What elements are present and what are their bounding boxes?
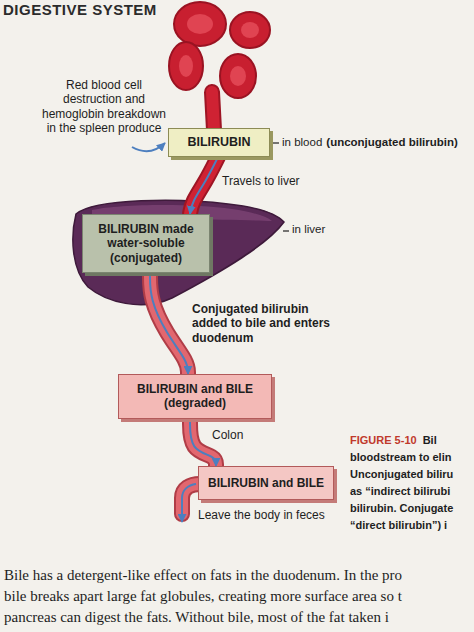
flow-arrow bbox=[190, 157, 218, 214]
figure-number: FIGURE 5-10 bbox=[350, 434, 417, 447]
pointer-arrow bbox=[132, 143, 165, 151]
box-label: BILIRUBIN bbox=[177, 135, 261, 150]
bile-tube-connector bbox=[150, 273, 188, 374]
caption-line: bilirubin. Conjugate bbox=[350, 502, 453, 515]
blood-vessel bbox=[212, 92, 214, 130]
liver bbox=[73, 200, 284, 304]
tube-fill bbox=[190, 419, 216, 466]
flow-arrow bbox=[190, 419, 216, 466]
leader-line bbox=[283, 230, 289, 231]
blood-vessel-inner bbox=[212, 92, 214, 130]
output-box: BILIRUBIN and BILE bbox=[198, 466, 334, 500]
degraded-box: BILIRUBIN and BILE (degraded) bbox=[118, 374, 272, 419]
location-note: in blood bbox=[282, 136, 322, 150]
leader-line bbox=[273, 142, 279, 143]
source-note: Red blood cell destruction and hemoglobi… bbox=[40, 78, 168, 136]
path-label: Travels to liver bbox=[222, 174, 300, 188]
caption-line: as “indirect bilirubi bbox=[350, 485, 450, 498]
tube-outline bbox=[190, 157, 218, 214]
bile-tube-connector bbox=[190, 419, 216, 466]
path-label: Conjugated bilirubin added to bile and e… bbox=[192, 302, 342, 345]
caption-line: bloodstream to elin bbox=[350, 451, 451, 464]
caption-line: Bil bbox=[423, 434, 437, 447]
organ-label: Colon bbox=[212, 428, 243, 442]
exit-note: Leave the body in feces bbox=[198, 508, 325, 522]
exit-arrow bbox=[182, 484, 196, 522]
body-text: bile breaks apart large fat globules, cr… bbox=[4, 587, 402, 605]
tube-outline bbox=[150, 273, 188, 374]
location-note: (unconjugated bilirubin) bbox=[326, 136, 458, 150]
location-note: in liver bbox=[292, 223, 325, 237]
page-header: DIGESTIVE SYSTEM bbox=[3, 1, 157, 18]
body-text: pancreas can digest the fats. Without bi… bbox=[4, 608, 389, 626]
tube-fill bbox=[190, 157, 218, 214]
box-label: BILIRUBIN and BILE (degraded) bbox=[127, 382, 263, 411]
caption-line: “direct bilirubin”) i bbox=[350, 519, 447, 532]
conjugation-box: BILIRUBIN made water-soluble (conjugated… bbox=[82, 214, 210, 273]
box-label: BILIRUBIN made water-soluble (conjugated… bbox=[91, 222, 201, 265]
body-text: Bile has a detergent-like effect on fats… bbox=[4, 566, 402, 584]
bilirubin-box: BILIRUBIN bbox=[168, 128, 270, 157]
tube-outline bbox=[190, 419, 216, 466]
box-label: BILIRUBIN and BILE bbox=[207, 476, 325, 490]
flow-arrow bbox=[150, 273, 188, 374]
tube-fill bbox=[150, 273, 188, 374]
caption-line: Unconjugated biliru bbox=[350, 468, 453, 481]
bile-tube-connector bbox=[190, 157, 218, 214]
red-blood-cells bbox=[169, 2, 270, 98]
